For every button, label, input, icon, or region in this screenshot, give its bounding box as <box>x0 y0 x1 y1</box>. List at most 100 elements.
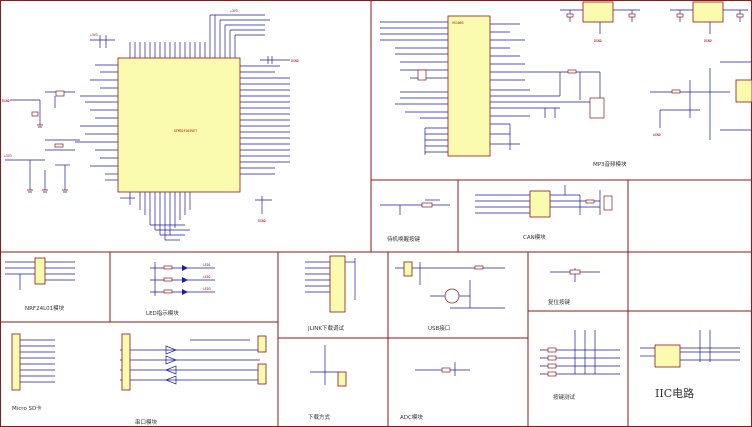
led-res <box>163 265 173 270</box>
cap-wires <box>255 56 290 214</box>
regulator-b <box>692 1 724 23</box>
can-module: CAN模块 <box>475 185 613 241</box>
led-diode <box>182 265 188 295</box>
mcu-block: STM32F103VET +3V3 <box>75 9 290 241</box>
uart-connector <box>121 333 131 391</box>
key-switch <box>547 347 557 353</box>
standby-module-label: 待机唤醒按键 <box>387 235 421 243</box>
jlink-module: JLINK下载调试 <box>305 255 356 332</box>
mcu-left-support: DGND +3V3 +3V3 <box>2 33 115 193</box>
microsd-module: Micro SD卡 <box>11 333 55 412</box>
reset-module: 复位按键 <box>548 268 600 306</box>
led-label: LED2 <box>203 275 211 279</box>
jlink-module-label: JLINK下载调试 <box>307 324 345 332</box>
download-wires <box>310 345 340 385</box>
led-module-label: LED指示模块 <box>146 309 179 317</box>
reg-cap <box>676 13 684 18</box>
iic-module: IIC电路 <box>640 330 740 400</box>
pwr-label: +3V3 <box>90 33 98 37</box>
adc-module: ADC模块 <box>400 362 470 421</box>
gnd-label: DGND <box>258 219 266 223</box>
mp3-left-wires <box>380 21 448 155</box>
nrf-module: NRF24L01模块 <box>5 257 75 312</box>
uart-header <box>257 335 267 353</box>
can-module-label: CAN模块 <box>523 233 546 241</box>
uart-module: 串口模块 <box>120 333 267 426</box>
amp-res <box>671 89 681 94</box>
mp3-module: VS1003 MP3音频模块 <box>380 15 627 168</box>
adc-module-label: ADC模块 <box>400 413 423 421</box>
standby-module: 待机唤醒按键 <box>380 199 450 243</box>
can-transceiver <box>529 190 551 218</box>
nrf-wires <box>5 261 75 290</box>
jlink-connector <box>329 255 346 313</box>
reset-res <box>54 143 64 148</box>
power-regulators: DGND DGND <box>560 1 748 43</box>
led-label: LED3 <box>203 287 211 291</box>
key-switch <box>547 355 557 361</box>
usb-module: USB接口 <box>395 261 505 332</box>
agnd-label: AGND <box>653 133 661 137</box>
gnd-label: DGND <box>594 39 602 43</box>
reg-cap <box>566 13 574 18</box>
gnd-label: DGND <box>2 99 10 103</box>
mp3-codec-label: VS1003 <box>452 21 464 25</box>
uart-header <box>257 363 267 385</box>
eeprom-chip <box>654 344 681 368</box>
adc-pot <box>441 367 451 373</box>
amp-chip <box>735 79 752 103</box>
jlink-wires <box>305 258 356 300</box>
usb-connector <box>403 261 413 277</box>
amp-wires <box>650 61 752 140</box>
mcu-bottom-pins <box>120 192 191 241</box>
mp3-right-wires <box>490 23 601 150</box>
can-res <box>585 199 595 204</box>
mcu-part-label: STM32F103VET <box>174 129 197 133</box>
microsd-module-label: Micro SD卡 <box>12 404 42 412</box>
mp3-res <box>567 69 577 74</box>
standby-switch <box>421 202 433 208</box>
reset-switch <box>569 269 581 275</box>
gnd-symbol <box>27 124 68 193</box>
boot-jumper <box>337 371 347 387</box>
download-module-label: 下载方式 <box>308 413 331 421</box>
led-res <box>163 289 173 294</box>
crystal-main <box>55 90 65 97</box>
osc-wires <box>5 91 80 190</box>
key-switch <box>547 371 557 377</box>
iic-module-label: IIC电路 <box>655 387 694 400</box>
can-connector <box>603 195 613 211</box>
nrf-module-label: NRF24L01模块 <box>25 304 65 312</box>
uart-wires <box>120 339 260 381</box>
uart-module-label: 串口模块 <box>135 418 158 426</box>
nrf-connector <box>34 257 46 285</box>
led-res <box>163 277 173 282</box>
mp3-codec-chip <box>447 15 491 157</box>
led-label: LED1 <box>203 263 211 267</box>
key-switch <box>547 363 557 369</box>
mp3-jack <box>589 97 605 119</box>
reg-cap <box>628 13 636 18</box>
gnd-label: DGND <box>704 39 712 43</box>
cap-stack <box>90 35 115 48</box>
usb-module-label: USB接口 <box>428 324 450 332</box>
mcu-chip <box>117 57 241 193</box>
reg-cap <box>736 13 744 18</box>
mcu-net-label: +3V3 <box>230 9 238 13</box>
mcu-right-pins <box>240 65 290 175</box>
keys-module: 按键测试 <box>540 330 620 401</box>
mp3-crystal <box>417 69 427 81</box>
can-wires <box>475 185 601 215</box>
uart-buffer <box>165 345 177 385</box>
keys-module-label: 按键测试 <box>553 393 576 401</box>
crystal-rtc <box>31 111 39 117</box>
audio-amp: AGND <box>650 61 752 140</box>
mcu-left-pins <box>75 64 118 181</box>
mcu-top-pins <box>129 14 270 58</box>
download-module: 下载方式 <box>308 345 347 421</box>
usb-res <box>474 265 484 270</box>
mcu-right-support: DGND DGND <box>255 56 299 223</box>
pwr-label: +3V3 <box>4 154 12 158</box>
